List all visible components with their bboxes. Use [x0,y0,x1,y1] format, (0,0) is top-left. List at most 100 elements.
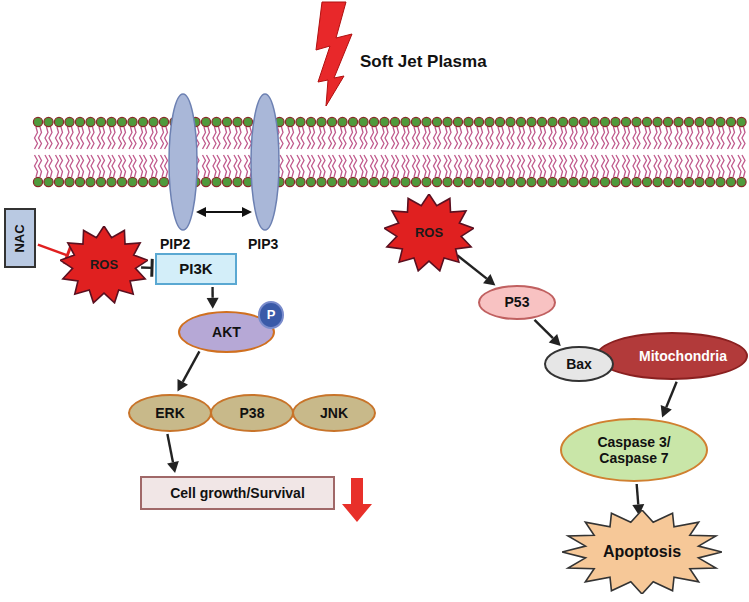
lipid-tail [280,155,283,177]
lipid-tail [413,155,416,177]
lipid-tail [627,155,630,177]
lipid-tail [679,127,682,149]
lipid-head [695,177,704,186]
lipid-tail [717,127,720,149]
lipid-head [590,117,599,126]
outcome-burst: Apoptosis [562,510,722,594]
lipid-tail [150,155,153,177]
lipid-tail [511,155,514,177]
lipid-tail [423,155,426,177]
lipid-tail [112,127,115,149]
lipid-tail [507,155,510,177]
lipid-tail [560,127,563,149]
lipid-tail [700,155,703,177]
lipid-tail [339,155,342,177]
lipid-head [527,117,536,126]
lipid-tail [35,155,38,177]
lipid-head [443,117,452,126]
node-label: ROS [415,226,443,241]
lipid-head [327,177,336,186]
lipid-tail [322,155,325,177]
lipid-tail [339,127,342,149]
lipid-bilayer [33,117,746,186]
lipid-tail [427,127,430,149]
arrow-connector [534,320,560,346]
lipid-tail [56,127,59,149]
lipid-head [548,177,557,186]
lipid-tail [742,155,745,177]
lipid-tail [385,127,388,149]
lipid-head [464,177,473,186]
node-label: P53 [505,294,530,310]
lipid-tail [553,127,556,149]
lipid-tail [66,155,69,177]
lipid-tail [423,127,426,149]
lipid-head [695,117,704,126]
lipid-tail [81,127,84,149]
lipid-head [432,117,441,126]
lipid-tail [245,155,248,177]
lipid-head [117,117,126,126]
lipid-tail [465,127,468,149]
protein-ellipse: JNK [292,394,376,432]
lipid-head [233,117,242,126]
lipid-tail [217,127,220,149]
lipid-head [590,177,599,186]
lipid-head [422,117,431,126]
double-arrow [196,207,252,217]
lipid-head [401,177,410,186]
lipid-tail [308,155,311,177]
lipid-tail [644,127,647,149]
lipid-head [138,117,147,126]
receptor [169,94,197,230]
lipid-tail [371,127,374,149]
lipid-head [128,117,137,126]
lipid-head [716,177,725,186]
arrow-connector [167,434,179,473]
lipid-tail [532,127,535,149]
lipid-tail [354,155,357,177]
lipid-tail [154,155,157,177]
lipid-tail [333,155,336,177]
lipid-tail [161,127,164,149]
lipid-tail [721,155,724,177]
lipid-tail [518,127,521,149]
lipid-tail [476,127,479,149]
lipid-head [495,177,504,186]
lipid-head [705,117,714,126]
lipid-tail [60,127,63,149]
node-label: NAC [13,224,28,252]
lipid-tail [585,155,588,177]
lipid-tail [35,127,38,149]
lipid-head [201,177,210,186]
lipid-tail [532,155,535,177]
lipid-tail [238,127,241,149]
lipid-tail [228,127,231,149]
lipid-tail [675,127,678,149]
kinase-box: PI3K [155,253,237,285]
node-label: Caspase 3/ Caspase 7 [584,434,684,466]
lipid-head [359,177,368,186]
lipid-head [705,177,714,186]
lipid-tail [77,127,80,149]
lipid-head [537,177,546,186]
lipid-tail [329,127,332,149]
lipid-head [75,177,84,186]
lipid-tail [161,155,164,177]
lipid-tail [112,155,115,177]
lipid-tail [581,127,584,149]
lipid-head [117,177,126,186]
lipid-tail [318,127,321,149]
lipid-head [222,117,231,126]
lipid-tail [364,155,367,177]
lipid-tail [511,127,514,149]
lipid-tail [434,155,437,177]
lipid-tail [207,127,210,149]
lipid-head [96,117,105,126]
lipid-head [306,117,315,126]
lipid-tail [312,155,315,177]
lipid-tail [528,155,531,177]
lipid-tail [728,155,731,177]
lipid-head [506,177,515,186]
node-label: AKT [212,324,241,340]
